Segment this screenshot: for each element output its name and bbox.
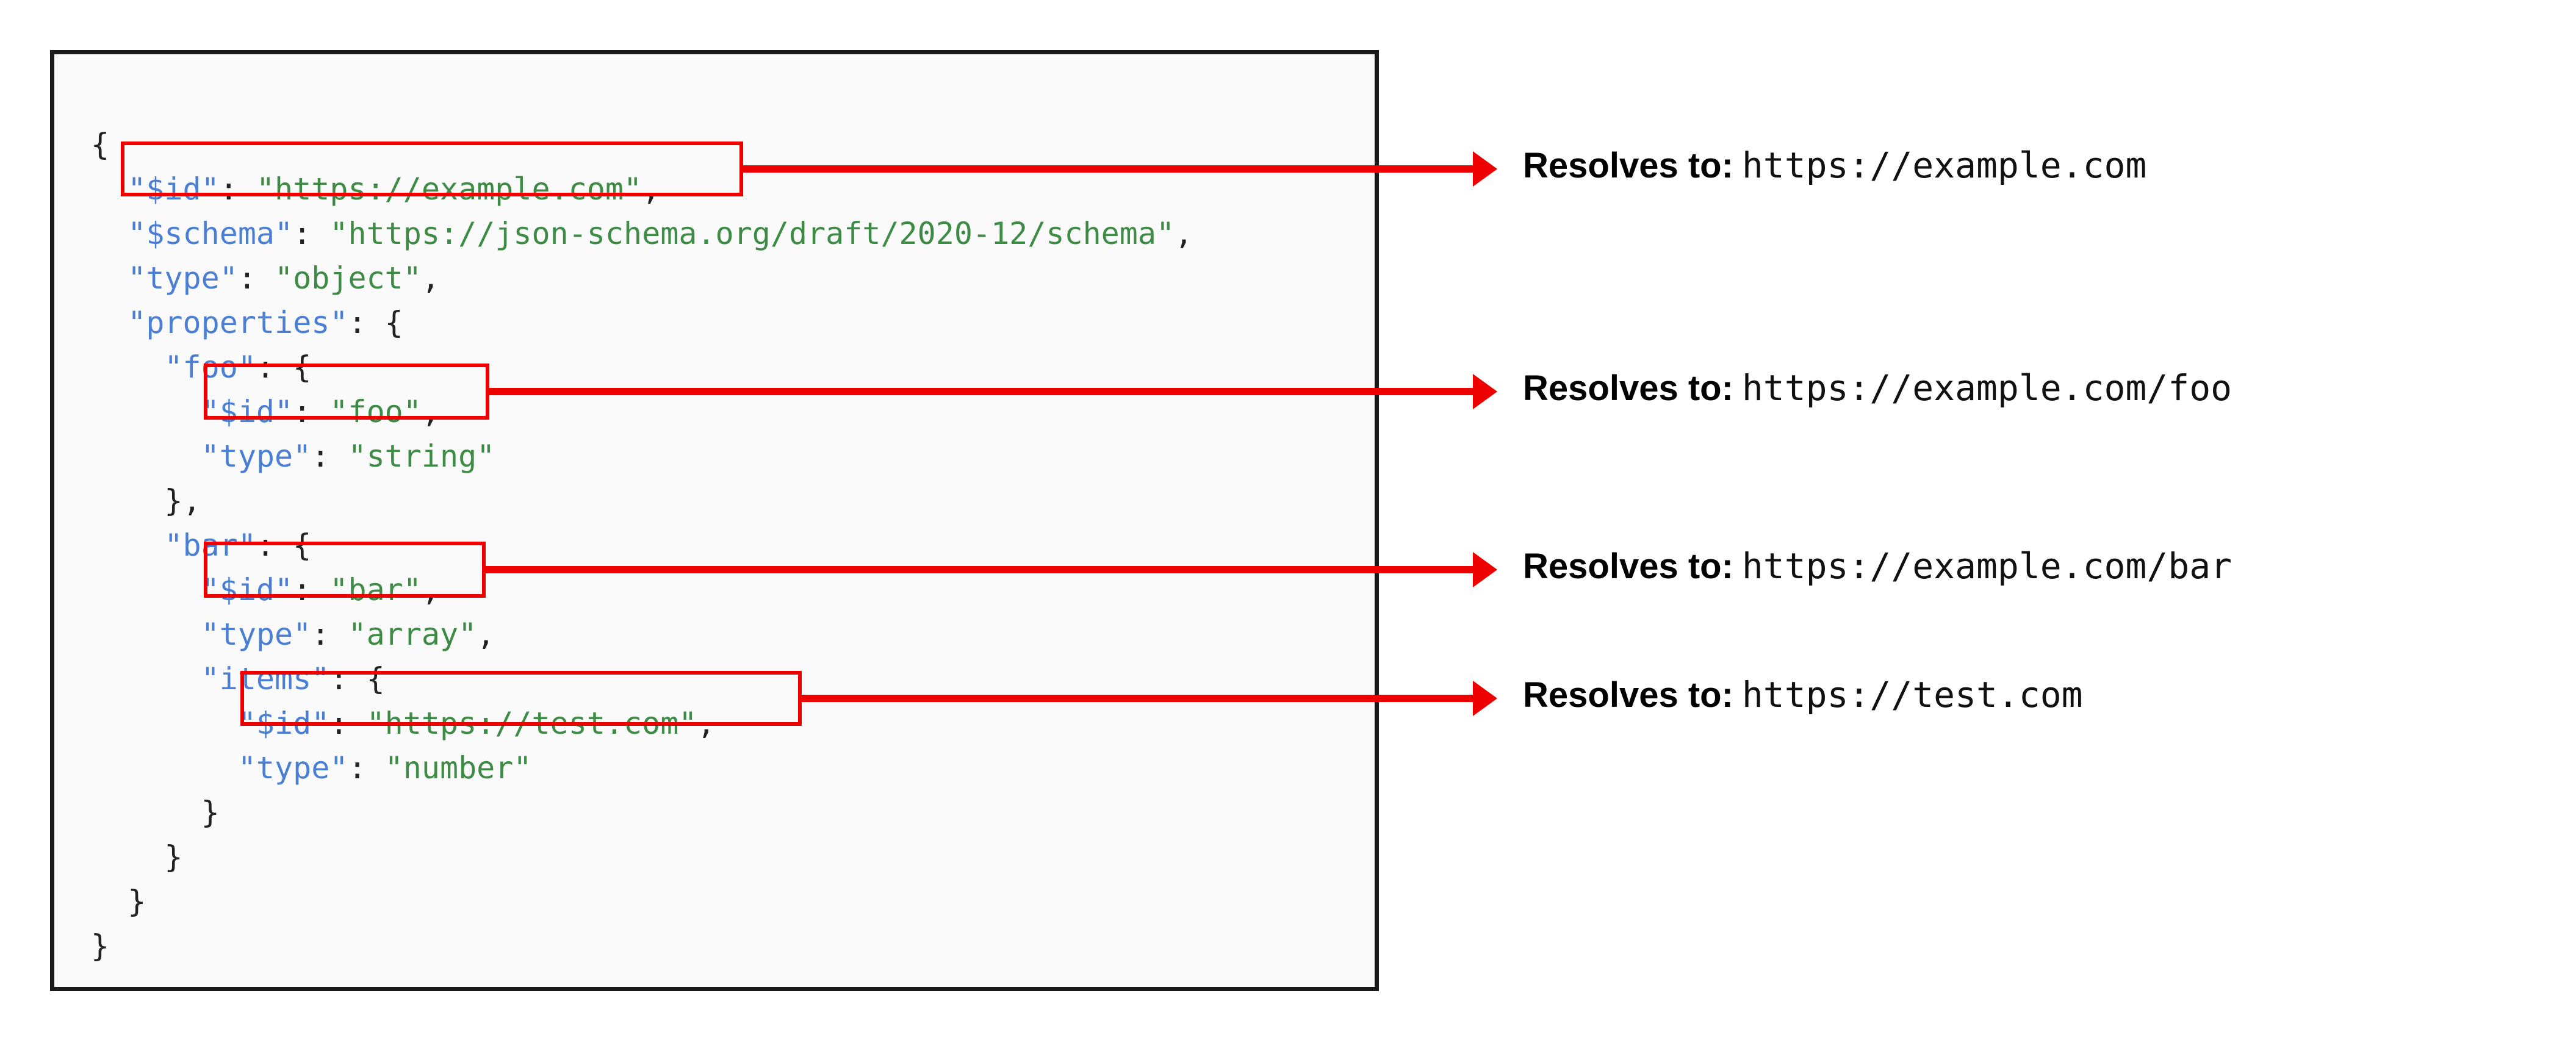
code-token-punct: :: [293, 394, 330, 429]
code-token-key: "$schema": [128, 216, 293, 251]
code-token-punct: :: [311, 617, 348, 652]
code-token-key: "properties": [128, 305, 348, 340]
code-line: "$id": "https://example.com",: [91, 167, 1193, 212]
code-token-punct: :: [219, 171, 256, 207]
code-token-punct: {: [91, 127, 110, 162]
code-token-punct: : {: [329, 661, 385, 697]
code-token-str: "https://test.com": [366, 706, 697, 741]
code-token-punct: ,: [642, 171, 661, 207]
code-line: "type": "number": [91, 746, 1193, 790]
code-token-punct: }: [91, 928, 110, 964]
resolves-to-label: Resolves to:: [1523, 146, 1733, 185]
code-line: "type": "string": [91, 434, 1193, 479]
resolution-note-bar: Resolves to:https://example.com/bar: [1523, 548, 2232, 584]
code-token-key: "foo": [164, 349, 256, 385]
code-token-punct: :: [237, 260, 275, 296]
resolved-url: https://example.com/foo: [1741, 367, 2232, 409]
arrow-root-id: [742, 165, 1474, 173]
resolved-url: https://test.com: [1741, 674, 2083, 715]
code-token-str: "https://json-schema.org/draft/2020-12/s…: [329, 216, 1175, 251]
code-line: "$id": "https://test.com",: [91, 701, 1193, 746]
code-token-punct: ,: [477, 617, 495, 652]
code-token-key: "$id": [128, 171, 220, 207]
code-token-str: "array": [348, 617, 477, 652]
code-token-str: "bar": [329, 572, 422, 608]
code-token-str: "number": [384, 750, 532, 786]
code-token-key: "type": [201, 617, 312, 652]
code-token-key: "type": [237, 750, 348, 786]
code-token-key: "type": [128, 260, 238, 296]
code-line: "items": {: [91, 657, 1193, 701]
code-token-punct: }: [201, 795, 220, 830]
arrow-bar-id: [484, 566, 1474, 573]
code-line: "$id": "foo",: [91, 390, 1193, 434]
code-token-punct: },: [164, 483, 201, 518]
resolution-note-foo: Resolves to:https://example.com/foo: [1523, 370, 2232, 406]
code-token-punct: :: [348, 750, 385, 786]
json-schema-code-panel: { "$id": "https://example.com", "$schema…: [50, 50, 1379, 991]
code-line: "bar": {: [91, 523, 1193, 568]
code-token-key: "$id": [237, 706, 330, 741]
code-token-punct: : {: [256, 349, 312, 385]
code-token-str: "foo": [329, 394, 422, 429]
code-token-punct: }: [164, 839, 183, 875]
resolves-to-label: Resolves to:: [1523, 547, 1733, 586]
resolved-url: https://example.com/bar: [1741, 545, 2232, 587]
code-token-punct: ,: [1175, 216, 1193, 251]
code-token-str: "object": [275, 260, 422, 296]
resolution-note-root: Resolves to:https://example.com: [1523, 148, 2146, 184]
resolves-to-label: Resolves to:: [1523, 368, 1733, 408]
code-token-punct: }: [128, 884, 146, 919]
code-line: }: [91, 790, 1193, 835]
code-token-key: "bar": [164, 528, 256, 563]
code-line: }: [91, 835, 1193, 880]
code-token-key: "type": [201, 439, 312, 474]
code-token-punct: :: [311, 439, 348, 474]
code-line: "$schema": "https://json-schema.org/draf…: [91, 212, 1193, 256]
resolves-to-label: Resolves to:: [1523, 675, 1733, 715]
code-token-punct: ,: [421, 572, 440, 608]
code-token-punct: : {: [348, 305, 403, 340]
code-token-key: "$id": [201, 394, 293, 429]
code-token-punct: :: [293, 572, 330, 608]
code-token-key: "items": [201, 661, 330, 697]
code-line: }: [91, 880, 1193, 924]
code-token-punct: :: [293, 216, 330, 251]
json-schema-code: { "$id": "https://example.com", "$schema…: [91, 123, 1193, 969]
code-token-str: "https://example.com": [256, 171, 642, 207]
arrow-foo-id: [488, 388, 1474, 395]
arrow-items-id: [801, 695, 1474, 702]
code-token-punct: :: [329, 706, 367, 741]
code-line: },: [91, 479, 1193, 523]
code-token-key: "$id": [201, 572, 293, 608]
resolved-url: https://example.com: [1741, 145, 2147, 186]
code-line: "type": "array",: [91, 612, 1193, 657]
code-token-str: "string": [348, 439, 495, 474]
code-line: {: [91, 123, 1193, 167]
code-line: }: [91, 924, 1193, 969]
code-token-punct: ,: [421, 394, 440, 429]
code-line: "foo": {: [91, 345, 1193, 390]
code-token-punct: ,: [421, 260, 440, 296]
code-line: "$id": "bar",: [91, 568, 1193, 612]
code-token-punct: : {: [256, 528, 312, 563]
code-token-punct: ,: [697, 706, 716, 741]
code-line: "type": "object",: [91, 256, 1193, 301]
resolution-note-items: Resolves to:https://test.com: [1523, 677, 2083, 713]
code-line: "properties": {: [91, 301, 1193, 345]
